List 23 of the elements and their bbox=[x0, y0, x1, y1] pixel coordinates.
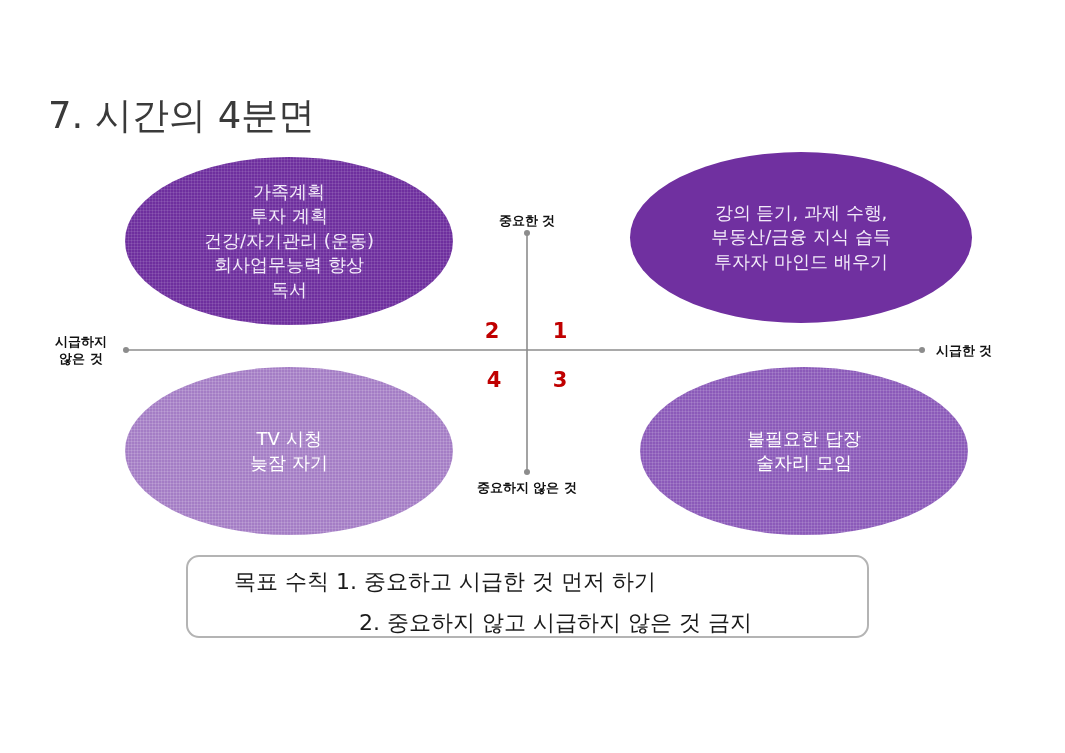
activity-text: 건강/자기관리 (운동) bbox=[204, 228, 374, 253]
quadrant-number: 1 bbox=[552, 320, 568, 344]
activity-text: 술자리 모임 bbox=[756, 451, 852, 475]
title: 7. 시간의 4분면 bbox=[48, 94, 316, 139]
quadrant-number: 2 bbox=[484, 320, 500, 344]
activity-text: 가족계획 bbox=[253, 179, 325, 204]
axis-label: 시급한 것 bbox=[935, 342, 993, 360]
rule-text: 2. 중요하지 않고 시급하지 않은 것 금지 bbox=[359, 609, 752, 637]
activity-text: 불필요한 답장 bbox=[747, 426, 861, 451]
activity-text: 늦잠 자기 bbox=[250, 451, 328, 475]
activity-text: 투자 계획 bbox=[250, 204, 328, 229]
axis-label: 중요하지 않은 것 bbox=[476, 479, 578, 497]
quadrant-number: 3 bbox=[552, 369, 568, 393]
axis-label: 중요한 것 bbox=[498, 212, 556, 230]
activity-text: 강의 듣기, 과제 수행, bbox=[714, 200, 888, 225]
activity-text: 독서 bbox=[271, 277, 307, 302]
activity-text: 투자자 마인드 배우기 bbox=[714, 249, 888, 274]
activity-text: TV 시청 bbox=[256, 426, 322, 451]
activity-text: 부동산/금융 지식 습득 bbox=[711, 225, 891, 250]
rule-text: 목표 수칙 1. 중요하고 시급한 것 먼저 하기 bbox=[234, 568, 656, 596]
quadrant-number: 4 bbox=[486, 369, 502, 393]
activity-text: 회사업무능력 향상 bbox=[214, 253, 364, 278]
axis-label: 시급하지 않은 것 bbox=[54, 334, 108, 368]
